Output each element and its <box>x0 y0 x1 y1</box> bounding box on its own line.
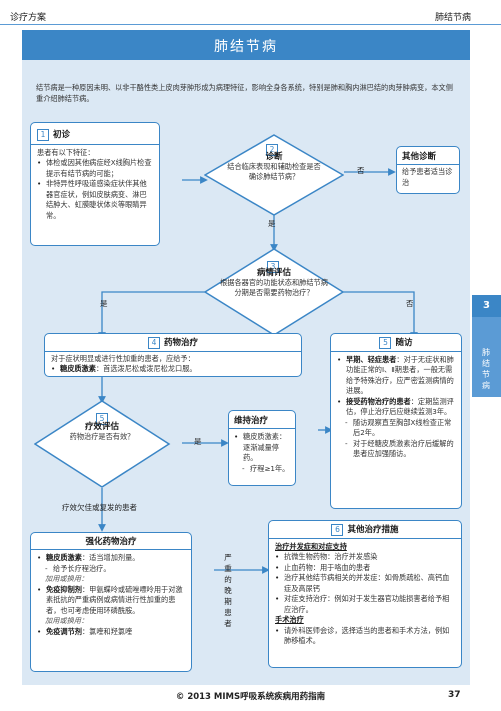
drug-therapy-bullet: 糖皮质激素：首选泼尼松或泼尼松龙口服。 <box>51 364 295 375</box>
label-no: 否 <box>357 166 365 175</box>
efficacy-diamond: 疗效评估 药物治疗是否有效？ <box>62 422 142 442</box>
label-yes-2: 是 <box>100 299 108 308</box>
intensive-alt-1: 加用或换用： <box>45 574 89 583</box>
label-poor-response: 疗效欠佳或复发的患者 <box>62 503 137 512</box>
efficacy-question: 药物治疗是否有效？ <box>69 432 135 441</box>
complications-item-3: 治疗其他结节病相关的并发症：如骨质疏松、高钙血症及高尿钙 <box>275 573 455 594</box>
intensive-alt-2: 加用或换用： <box>45 616 89 625</box>
title-bar <box>22 30 470 60</box>
follow-up-bullet-1: 早期、轻症患者：对于无症状和肺功能正常的Ⅰ、Ⅱ期患者，一般无需给予特殊治疗，应严… <box>337 355 455 397</box>
assessment-question: 根据各器官的功能状态和肺结节病分期是否需要药物治疗？ <box>220 278 328 297</box>
diagnosis-question: 结合临床表现和辅助检查是否确诊肺结节病？ <box>227 162 321 181</box>
initial-visit-title: 初诊 <box>53 130 71 140</box>
step-number-4: 4 <box>147 336 160 349</box>
initial-visit-lead: 患者有以下特征： <box>37 147 95 157</box>
complications-item-1: 抗微生物药物：治疗并发感染 <box>275 552 455 563</box>
label-severe-late: 严重的晚期患者 <box>224 553 232 628</box>
follow-up-box: 5随访 早期、轻症患者：对于无症状和肺功能正常的Ⅰ、Ⅱ期患者，一般无需给予特殊治… <box>330 333 462 509</box>
complications-heading: 治疗并发症和对症支持 <box>275 541 347 551</box>
chapter-tab-number: 3 <box>472 295 501 317</box>
label-yes-3: 是 <box>194 437 202 446</box>
other-diagnosis-box: 其他诊断 给予患者适当诊治 <box>396 146 460 194</box>
page-number: 37 <box>448 690 461 700</box>
complications-item-2: 止血药物：用于咯血的患者 <box>275 563 455 574</box>
maintenance-title: 维持治疗 <box>234 416 269 426</box>
complications-item-4: 对症支持治疗：例如对于发生器官功能损害者给予相应治疗。 <box>275 594 455 615</box>
efficacy-title: 疗效评估 <box>84 422 119 432</box>
diagnosis-title: 诊断 <box>265 152 283 162</box>
follow-up-bullet-2: 接受药物治疗的患者：定期监测评估，停止治疗后应继续监测3年。 <box>337 397 455 418</box>
step-number-5: 5 <box>96 408 112 427</box>
footer-copyright: © 2013 MIMS呼吸系统疾病用药指南 <box>175 692 326 702</box>
intensive-therapy-title: 强化药物治疗 <box>85 537 137 547</box>
surgery-heading: 手术治疗 <box>275 615 304 624</box>
drug-therapy-lead: 对于症状明显或进行性加重的患者，应给予： <box>51 353 195 363</box>
intensive-bullet-2: 免疫抑制剂：甲氨蝶呤或硫唑嘌呤用于对激素抵抗的严重病例或病情进行性加重的患者，也… <box>37 585 185 617</box>
header-right: 肺结节病 <box>434 13 471 23</box>
step-number-6: 6 <box>331 523 344 536</box>
intensive-bullet-3: 免疫调节剂：氯喹和羟氯喹 <box>37 627 185 638</box>
header-left: 诊疗方案 <box>10 13 47 23</box>
surgery-item-1: 请外科医师会诊，选择适当的患者和手术方法，例如肺移植术。 <box>275 626 455 647</box>
assessment-diamond: 病情评估 根据各器官的功能状态和肺结节病分期是否需要药物治疗？ <box>218 268 330 298</box>
intensive-bullet-1: 糖皮质激素：适当增加剂量。 <box>37 553 185 564</box>
other-measures-title: 其他治疗措施 <box>347 525 399 535</box>
maintenance-bullet: 糖皮质激素：逐渐减量停药。 <box>234 432 290 464</box>
intensive-sub-1: 给予长疗程治疗。 <box>37 564 185 575</box>
running-header <box>0 0 501 30</box>
diagnosis-diamond-shape <box>204 134 344 216</box>
page-title: 肺结节病 <box>214 39 278 55</box>
label-yes: 是 <box>268 219 276 228</box>
initial-visit-bullet-2: 非特异性呼吸道感染症状伴其他器官症状，例如皮肤病变、淋巴结肿大、虹膜睫状体炎等眼… <box>37 179 153 221</box>
intensive-therapy-box: 强化药物治疗 糖皮质激素：适当增加剂量。 给予长疗程治疗。 加用或换用： 免疫抑… <box>30 532 192 672</box>
initial-visit-box: 1 初诊 患者有以下特征： 体检或因其他病症经X线胸片检查提示有结节病的可能； 非… <box>30 122 160 246</box>
step-number-2: 2 <box>266 139 282 158</box>
assessment-title: 病情评估 <box>256 268 291 278</box>
other-diagnosis-text: 给予患者适当诊治 <box>402 167 453 187</box>
efficacy-diamond-shape <box>34 400 171 488</box>
initial-visit-bullet-1: 体检或因其他病症经X线胸片检查提示有结节病的可能； <box>37 158 153 179</box>
chapter-tab <box>472 317 501 397</box>
other-diagnosis-title: 其他诊断 <box>402 152 437 162</box>
step-number-3: 3 <box>267 256 283 275</box>
follow-up-title: 随访 <box>395 338 413 348</box>
follow-up-sub-1: 随访观察直至胸部X线检查正常后2年。 <box>337 418 455 439</box>
step-number-1: 1 <box>37 128 49 141</box>
step-number-5b: 5 <box>379 336 392 349</box>
flow-connectors <box>98 168 418 574</box>
chapter-tab-label: 肺结节病 <box>482 348 490 390</box>
follow-up-sub-2: 对于经糖皮质激素治疗后缓解的患者应加强随访。 <box>337 439 455 460</box>
diagnosis-diamond: 诊断 结合临床表现和辅助检查是否确诊肺结节病？ <box>226 152 322 182</box>
intro-paragraph: 结节病是一种原因未明、以非干酪性类上皮肉芽肿形成为病理特征，影响全身各系统，特别… <box>36 83 453 103</box>
drug-therapy-title: 药物治疗 <box>163 338 198 348</box>
header-divider <box>0 24 501 25</box>
maintenance-sub: 疗程≥1年。 <box>234 464 290 475</box>
label-no-2: 否 <box>406 299 414 308</box>
maintenance-box: 维持治疗 糖皮质激素：逐渐减量停药。 疗程≥1年。 <box>228 410 296 486</box>
